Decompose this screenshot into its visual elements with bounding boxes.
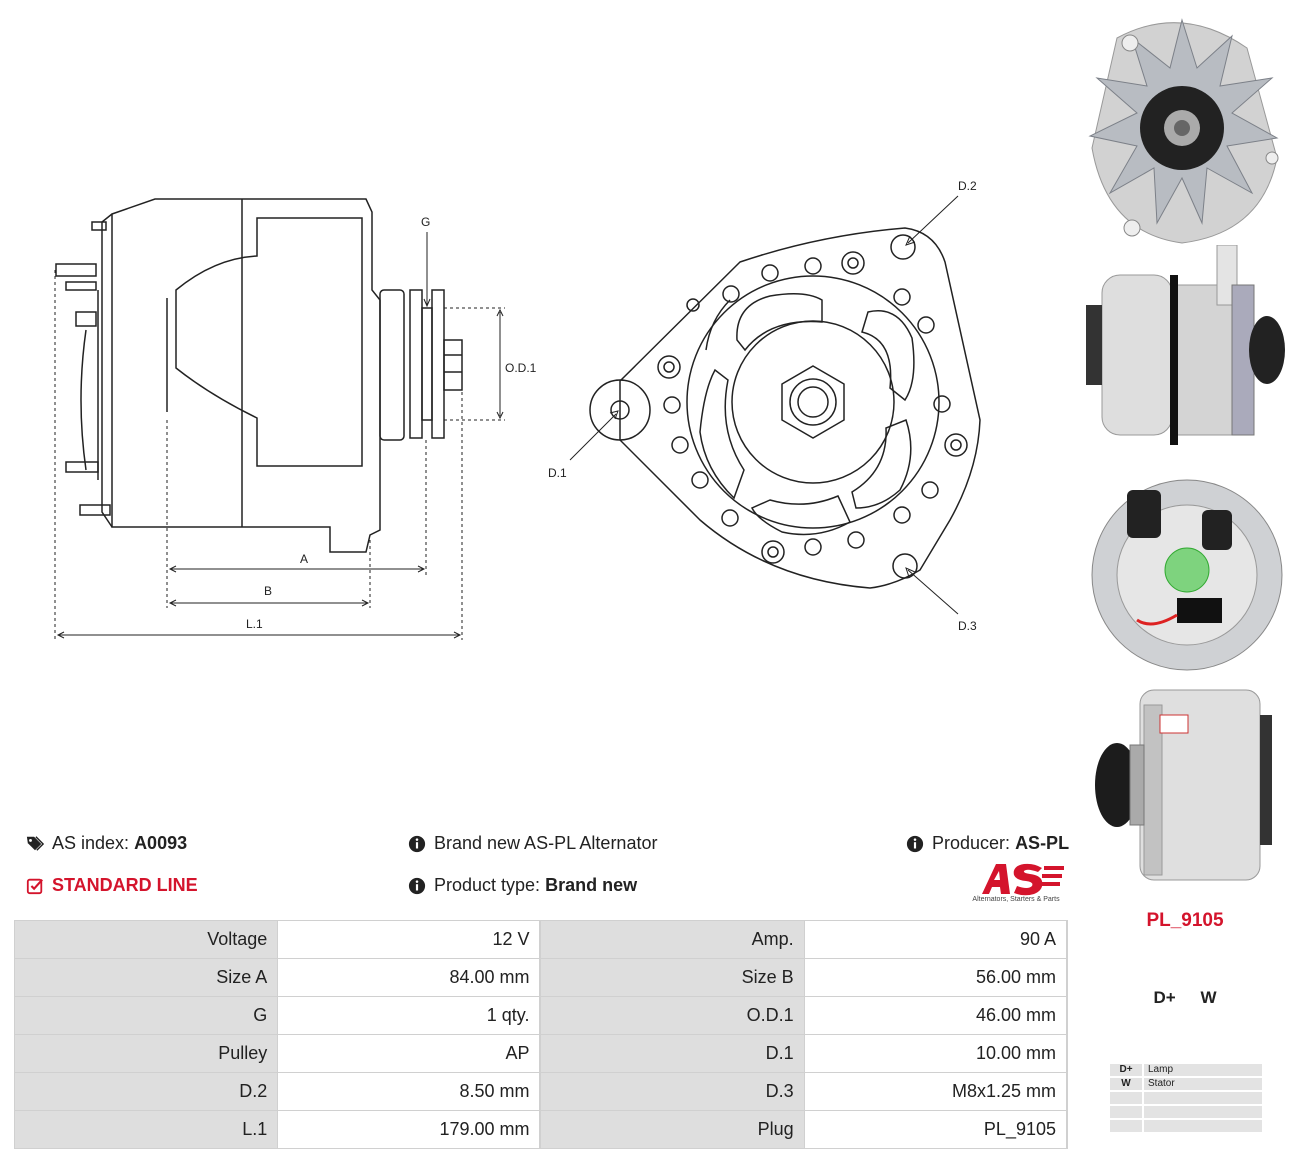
- label-a: A: [300, 552, 308, 566]
- as-index-label: AS index:: [52, 833, 130, 853]
- spec-label: D.1: [539, 1034, 805, 1073]
- technical-drawing: G O.D.1 A B L.1: [54, 179, 981, 640]
- producer: Producer: AS-PL: [906, 833, 1069, 854]
- label-l1: L.1: [246, 617, 263, 631]
- terminal-desc: [1144, 1120, 1262, 1132]
- terminal-w: W: [1200, 988, 1217, 1007]
- terminal-desc: Stator: [1144, 1078, 1262, 1090]
- table-row: Size A 84.00 mm Size B 56.00 mm: [13, 958, 1068, 997]
- table-row: Pulley AP D.1 10.00 mm: [13, 1034, 1068, 1073]
- brand-new-text: Brand new AS-PL Alternator: [434, 833, 658, 853]
- spec-value: 8.50 mm: [277, 1072, 542, 1111]
- front-view: [589, 227, 981, 589]
- terminal-desc: Lamp: [1144, 1064, 1262, 1076]
- label-d2: D.2: [958, 179, 977, 193]
- spec-value: 46.00 mm: [803, 996, 1068, 1035]
- product-type-label: Product type:: [434, 875, 541, 895]
- terminal-labels: D+ W: [1110, 988, 1260, 1008]
- as-index: AS index: A0093: [26, 833, 187, 854]
- terminal-row: [1110, 1092, 1262, 1104]
- spec-label: G: [13, 996, 279, 1035]
- terminal-desc: [1144, 1106, 1262, 1118]
- terminal-key: [1110, 1092, 1142, 1104]
- plug-title: PL_9105: [1146, 910, 1224, 931]
- photo-front: [1088, 18, 1279, 244]
- table-row: Voltage 12 V Amp. 90 A: [13, 920, 1068, 959]
- spec-label: D.3: [539, 1072, 805, 1111]
- terminal-row: [1110, 1120, 1262, 1132]
- spec-value: AP: [277, 1034, 542, 1073]
- product-type-value: Brand new: [545, 875, 638, 895]
- terminal-key: [1110, 1106, 1142, 1118]
- spec-label: D.2: [13, 1072, 279, 1111]
- terminal-row: [1110, 1106, 1262, 1118]
- spec-value: 90 A: [803, 920, 1068, 959]
- table-row: L.1 179.00 mm Plug PL_9105: [13, 1110, 1068, 1149]
- standard-line-label: STANDARD LINE: [52, 875, 198, 895]
- spec-label: Plug: [539, 1110, 805, 1149]
- spec-value: 12 V: [277, 920, 542, 959]
- terminal-desc: [1144, 1092, 1262, 1104]
- terminal-dplus: D+: [1153, 988, 1176, 1007]
- terminal-key: W: [1110, 1078, 1142, 1090]
- info-circle-icon: [408, 877, 426, 894]
- label-g: G: [421, 215, 430, 229]
- photo-side: [1086, 245, 1285, 445]
- spec-value: 56.00 mm: [803, 958, 1068, 997]
- front-leaders: [569, 195, 959, 615]
- side-view: [55, 198, 463, 553]
- spec-label: Pulley: [13, 1034, 279, 1073]
- standard-line: STANDARD LINE: [26, 875, 198, 896]
- dimension-lines: [54, 232, 505, 640]
- spec-value: 84.00 mm: [277, 958, 542, 997]
- spec-label: O.D.1: [539, 996, 805, 1035]
- spec-label: Size A: [13, 958, 279, 997]
- label-od1: O.D.1: [505, 361, 537, 375]
- product-type: Product type: Brand new: [408, 875, 637, 896]
- logo-tagline: Alternators, Starters & Parts: [972, 896, 1060, 903]
- spec-label: Voltage: [13, 920, 279, 959]
- photo-side-rear: [1095, 689, 1272, 881]
- producer-value: AS-PL: [1015, 833, 1070, 853]
- terminal-row: D+Lamp: [1110, 1064, 1262, 1076]
- producer-label: Producer:: [932, 833, 1011, 853]
- specs-table: Voltage 12 V Amp. 90 A Size A 84.00 mm S…: [13, 920, 1068, 1149]
- label-d1: D.1: [548, 466, 567, 480]
- spec-value: PL_9105: [803, 1110, 1068, 1149]
- spec-value: M8x1.25 mm: [803, 1072, 1068, 1111]
- as-index-value: A0093: [134, 833, 188, 853]
- brand-new-info: Brand new AS-PL Alternator: [408, 833, 657, 854]
- spec-value: 179.00 mm: [277, 1110, 542, 1149]
- spec-value: 10.00 mm: [803, 1034, 1068, 1073]
- spec-value: 1 qty.: [277, 996, 542, 1035]
- label-b: B: [264, 584, 272, 598]
- spec-label: Size B: [539, 958, 805, 997]
- spec-label: L.1: [13, 1110, 279, 1149]
- info-circle-icon: [906, 835, 924, 852]
- tags-icon: [26, 835, 44, 851]
- label-d3: D.3: [958, 619, 977, 633]
- table-row: G 1 qty. O.D.1 46.00 mm: [13, 996, 1068, 1035]
- terminal-key: [1110, 1120, 1142, 1132]
- as-pl-logo: [982, 863, 1064, 896]
- terminal-key: D+: [1110, 1064, 1142, 1076]
- table-row: D.2 8.50 mm D.3 M8x1.25 mm: [13, 1072, 1068, 1111]
- photo-rear: [1091, 479, 1283, 671]
- spec-label: Amp.: [539, 920, 805, 959]
- info-circle-icon: [408, 835, 426, 852]
- check-square-icon: [26, 878, 44, 894]
